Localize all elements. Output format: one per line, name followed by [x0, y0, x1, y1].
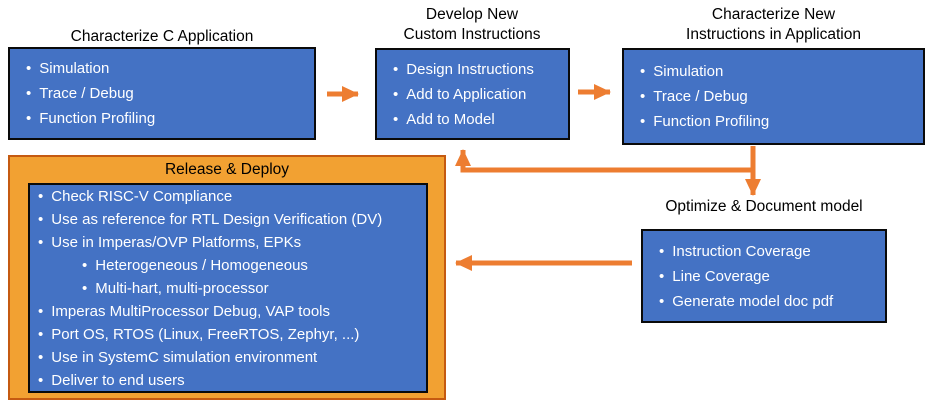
bullet-icon: •: [640, 63, 646, 80]
list-item: •Imperas MultiProcessor Debug, VAP tools: [38, 300, 426, 323]
bullet-icon: •: [38, 371, 44, 389]
list-item: •Add to Application: [393, 82, 568, 107]
list-item: •Line Coverage: [659, 264, 885, 289]
release-deploy-panel: Release & Deploy •Check RISC-V Complianc…: [8, 155, 446, 400]
list-item: •Function Profiling: [26, 106, 314, 131]
bullet-icon: •: [38, 233, 44, 251]
title-line: Instructions in Application: [686, 26, 861, 43]
node-box-develop-new-custom-instructions: •Design Instructions •Add to Application…: [375, 48, 570, 140]
node-title-characterize-c-application: Characterize C Application: [8, 27, 316, 47]
bullet-icon: •: [659, 267, 665, 285]
release-deploy-title: Release & Deploy: [164, 161, 290, 178]
list-item: •Simulation: [640, 59, 923, 84]
list-item: •Multi-hart, multi-processor: [38, 277, 426, 300]
bullet-icon: •: [82, 279, 88, 297]
list-item: •Trace / Debug: [640, 84, 923, 109]
bullet-icon: •: [393, 60, 399, 78]
bullet-icon: •: [659, 242, 665, 260]
node-box-characterize-new-instructions: •Simulation •Trace / Debug •Function Pro…: [622, 48, 925, 145]
list-item: •Use in SystemC simulation environment: [38, 346, 426, 369]
bullet-icon: •: [82, 256, 88, 274]
bullet-icon: •: [38, 187, 44, 205]
list-item: •Generate model doc pdf: [659, 289, 885, 314]
release-deploy-box: •Check RISC-V Compliance •Use as referen…: [28, 183, 428, 393]
list-item: •Port OS, RTOS (Linux, FreeRTOS, Zephyr,…: [38, 323, 426, 346]
list-item: •Check RISC-V Compliance: [38, 185, 426, 208]
list-item: •Simulation: [26, 56, 314, 81]
list-item: •Design Instructions: [393, 57, 568, 82]
bullet-icon: •: [26, 110, 32, 127]
bullet-icon: •: [38, 210, 44, 228]
bullet-icon: •: [393, 110, 399, 128]
title-line: Optimize & Document model: [665, 198, 863, 215]
bullet-icon: •: [26, 60, 32, 77]
title-line: Custom Instructions: [403, 26, 541, 43]
title-line: Characterize New: [711, 6, 836, 23]
list-item: •Use as reference for RTL Design Verific…: [38, 208, 426, 231]
list-item: •Trace / Debug: [26, 81, 314, 106]
list-item: •Heterogeneous / Homogeneous: [38, 254, 426, 277]
title-line: Characterize C Application: [70, 28, 254, 45]
node-box-characterize-c-application: •Simulation •Trace / Debug •Function Pro…: [8, 47, 316, 140]
node-box-optimize-document-model: •Instruction Coverage •Line Coverage •Ge…: [641, 229, 887, 323]
bullet-icon: •: [38, 325, 44, 343]
title-line: Develop New: [425, 6, 519, 23]
bullet-icon: •: [393, 85, 399, 103]
bullet-icon: •: [640, 88, 646, 105]
list-item: •Instruction Coverage: [659, 239, 885, 264]
node-title-optimize-document-model: Optimize & Document model: [641, 197, 887, 217]
bullet-icon: •: [38, 302, 44, 320]
bullet-icon: •: [659, 292, 665, 310]
list-item: •Use in Imperas/OVP Platforms, EPKs: [38, 231, 426, 254]
bullet-icon: •: [26, 85, 32, 102]
list-item: •Add to Model: [393, 107, 568, 132]
node-title-develop-new-custom-instructions: Develop New Custom Instructions: [352, 5, 592, 45]
arrow-feedback-to-develop: [455, 146, 756, 173]
bullet-icon: •: [640, 113, 646, 130]
node-title-characterize-new-instructions: Characterize New Instructions in Applica…: [622, 5, 925, 45]
bullet-icon: •: [38, 348, 44, 366]
list-item: •Deliver to end users: [38, 369, 426, 392]
list-item: •Function Profiling: [640, 109, 923, 134]
